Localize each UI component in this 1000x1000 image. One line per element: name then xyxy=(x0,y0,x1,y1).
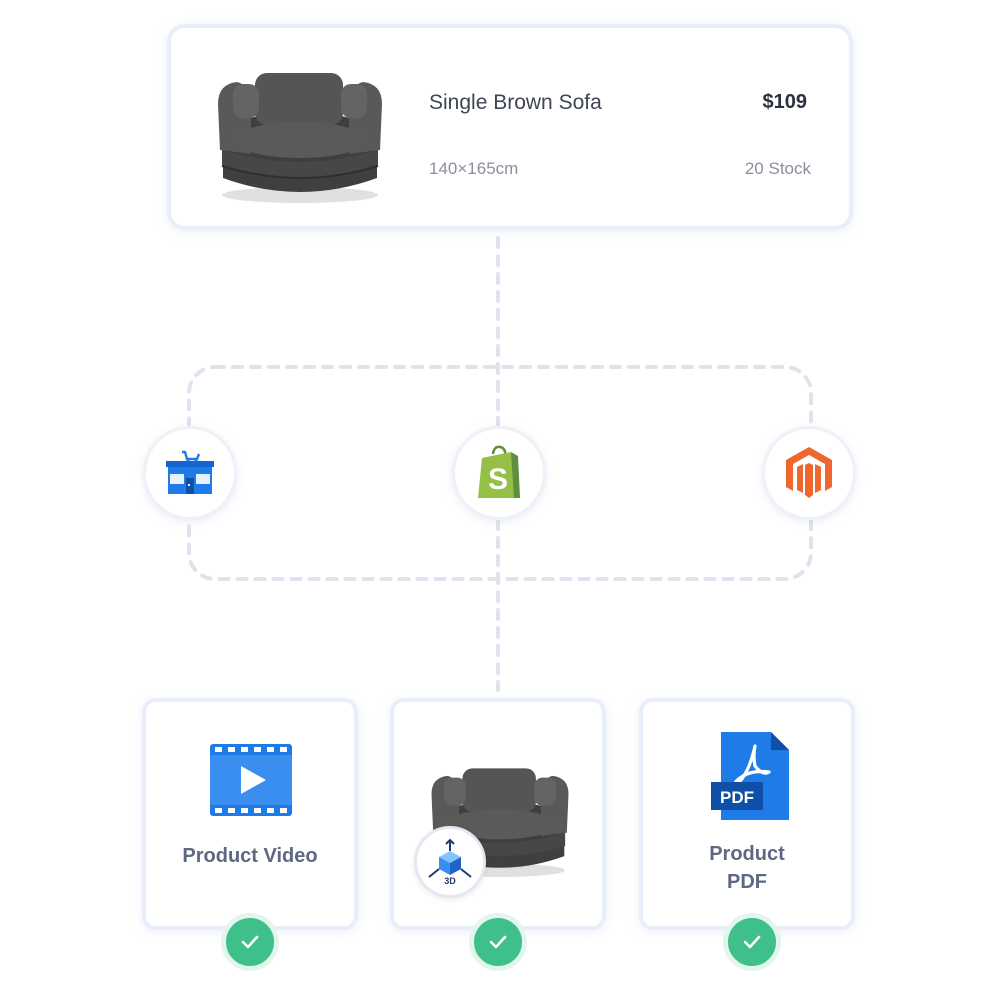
product-pdf-label-line2: PDF xyxy=(727,871,767,893)
magento-icon xyxy=(786,447,832,498)
svg-text:S: S xyxy=(488,463,508,496)
product-stock: 20 Stock xyxy=(744,159,811,178)
status-check-pdf xyxy=(723,913,781,971)
film-play-icon xyxy=(210,744,292,816)
platform-shopify-node[interactable]: S xyxy=(452,426,546,520)
product-price: $109 xyxy=(762,91,808,113)
check-icon xyxy=(241,935,259,949)
pdf-file-icon: PDF xyxy=(711,732,789,820)
platform-store-node[interactable] xyxy=(143,426,237,520)
store-cart-icon xyxy=(166,450,214,494)
check-icon xyxy=(743,935,761,949)
sofa-image xyxy=(209,66,391,206)
product-3d-card[interactable]: 3D xyxy=(390,698,606,930)
3d-cube-icon: 3D xyxy=(428,838,472,886)
status-check-video xyxy=(221,913,279,971)
product-pdf-label: Product xyxy=(709,843,785,865)
product-card[interactable]: Single Brown Sofa $109 140×165cm 20 Stoc… xyxy=(167,24,853,230)
product-video-label: Product Video xyxy=(182,845,318,867)
svg-text:3D: 3D xyxy=(444,876,456,886)
product-video-card[interactable]: Product Video xyxy=(142,698,358,930)
product-name: Single Brown Sofa xyxy=(429,91,602,114)
product-pdf-card[interactable]: PDF Product PDF xyxy=(639,698,855,930)
check-icon xyxy=(489,935,507,949)
status-check-3d xyxy=(469,913,527,971)
3d-view-badge[interactable]: 3D xyxy=(414,826,486,898)
svg-text:PDF: PDF xyxy=(720,788,754,807)
shopify-bag-icon: S xyxy=(478,445,520,498)
platform-magento-node[interactable] xyxy=(762,426,856,520)
product-dimensions: 140×165cm xyxy=(429,159,519,178)
